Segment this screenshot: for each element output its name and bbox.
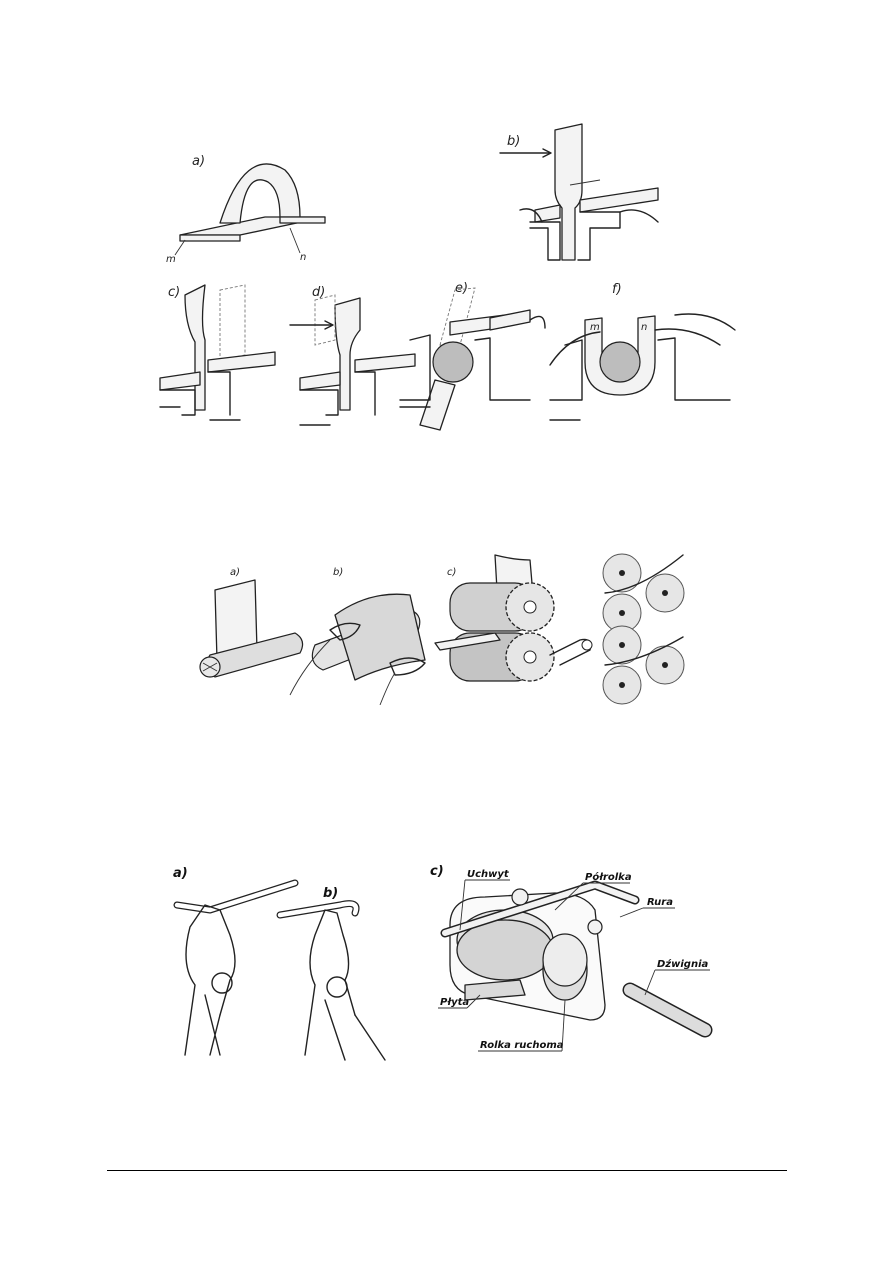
fig1-mark-m2: m [590,322,600,333]
callout-rura: Rura [647,897,673,908]
fig2-label-a: a) [230,567,240,578]
fig1-label-a: a) [192,154,205,169]
sheet-on-bar-a [199,579,304,678]
vice-roll-e [399,287,546,431]
vice-strip-b [499,123,659,261]
callout-dzwignia: Dźwignia [657,958,708,970]
fig1-mark-m: m [166,254,176,265]
roll-bending-machine-c [434,554,593,682]
fig3-label-b: b) [323,886,338,901]
sheet-hand-rolled-b [289,593,426,705]
figure-vice-bending: a) m n b) c) d) [159,123,736,431]
fig2-label-b: b) [333,567,343,578]
fig1-label-c: c) [168,285,180,300]
footer-rule [107,1170,787,1171]
fig3-label-c: c) [430,864,444,879]
pliers-bending-a [173,879,299,1056]
vice-strip-c [159,284,276,421]
vice-roll-f [549,313,736,421]
callout-rolka-ruchoma: Rolka ruchoma [480,1040,564,1051]
vice-strip-d [289,294,416,426]
fig1-mark-n2: n [641,322,647,333]
pipe-bender-c [440,880,713,1038]
fig1-mark-n: n [300,252,306,263]
bent-strip-illustration [174,163,326,256]
fig1-label-f: f) [612,282,622,297]
three-roll-diagram [602,553,685,705]
fig1-label-e: e) [455,281,468,296]
callout-uchwyt: Uchwyt [467,869,510,880]
pliers-bending-b [276,900,386,1061]
figure-pipe-bending: a) b) c) Uchwyt Półrolka Rura [173,864,713,1061]
fig1-label-b: b) [507,134,520,149]
fig1-label-d: d) [312,285,325,300]
fig2-label-c: c) [447,567,456,578]
fig3-label-a: a) [173,866,188,881]
callout-plyta: Płyta [440,997,469,1008]
callout-polrolka: Półrolka [585,871,632,883]
figure-sheet-rolling: a) b) c) [199,553,685,705]
